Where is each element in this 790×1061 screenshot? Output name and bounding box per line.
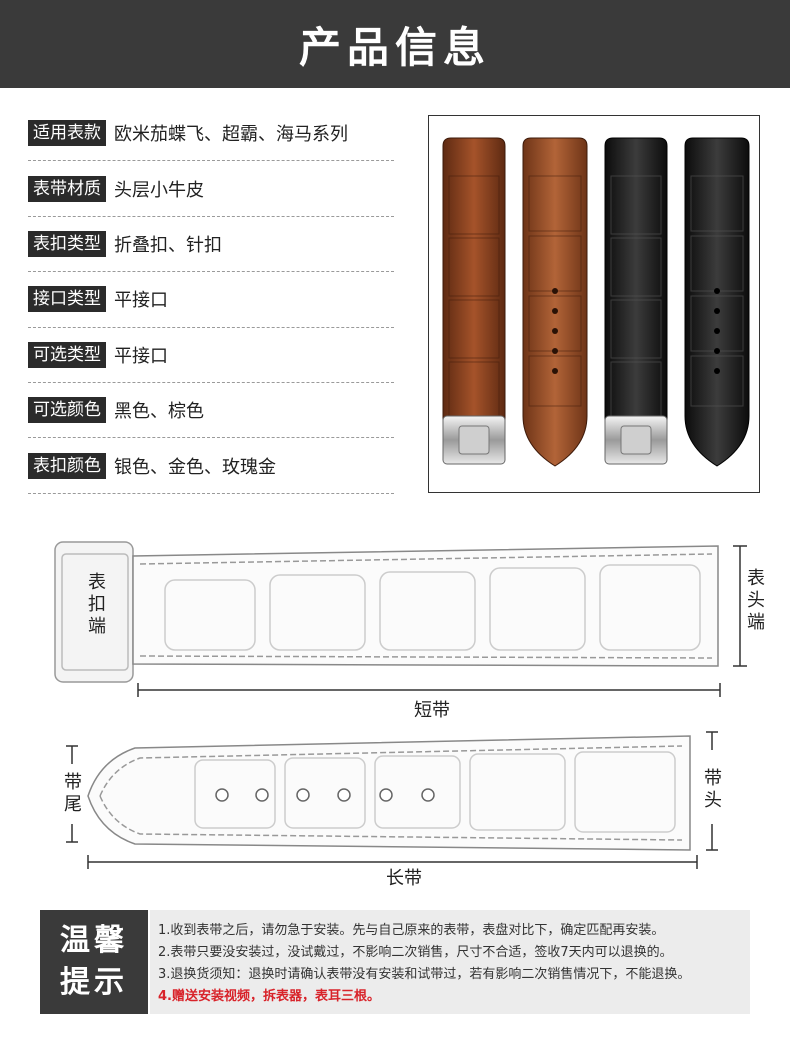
spec-value: 欧米茄蝶飞、超霸、海马系列 bbox=[114, 124, 348, 146]
spec-value: 平接口 bbox=[114, 290, 168, 312]
short-strap-dimension bbox=[137, 683, 721, 697]
strap-dimension-diagram: 表扣端 表头端 短带 带尾 带头 长带 bbox=[0, 520, 790, 900]
buckle-end-label: 表扣端 bbox=[88, 572, 106, 637]
spec-label: 表扣类型 bbox=[28, 230, 106, 257]
head-bracket bbox=[706, 731, 718, 851]
tips-body: 1.收到表带之后，请勿急于安装。先与自己原来的表带，表盘对比下，确定匹配再安装。… bbox=[150, 910, 750, 1014]
spec-label: 接口类型 bbox=[28, 286, 106, 313]
brown-strap-short bbox=[442, 137, 506, 465]
spec-row-models: 适用表款 欧米茄蝶飞、超霸、海马系列 bbox=[28, 106, 394, 162]
lug-end-bracket bbox=[733, 545, 747, 667]
spec-label: 表带材质 bbox=[28, 175, 106, 202]
head-label: 带头 bbox=[704, 768, 722, 811]
product-photo bbox=[428, 115, 760, 493]
spec-label: 可选颜色 bbox=[28, 397, 106, 424]
spec-label: 表扣颜色 bbox=[28, 452, 106, 479]
short-strap-outline bbox=[54, 541, 719, 683]
spec-value: 头层小牛皮 bbox=[114, 179, 204, 201]
long-strap-dimension bbox=[87, 855, 698, 869]
spec-value: 银色、金色、玫瑰金 bbox=[114, 456, 276, 478]
strap-photo-image bbox=[442, 137, 750, 467]
tips-title-line1: 温馨 bbox=[60, 923, 128, 958]
tips-title-line2: 提示 bbox=[60, 965, 128, 1000]
tip-line: 3.退换货须知：退换时请确认表带没有安装和试带过，若有影响二次销售情况下，不能退… bbox=[158, 967, 691, 982]
tips-panel: 温馨 提示 1.收到表带之后，请勿急于安装。先与自己原来的表带，表盘对比下，确定… bbox=[40, 910, 750, 1014]
tips-title: 温馨 提示 bbox=[40, 910, 148, 1014]
strap-outline-drawing bbox=[54, 541, 747, 869]
strap-holes bbox=[215, 788, 435, 802]
tip-line-gift: 4.赠送安装视频，拆表器，表耳三根。 bbox=[158, 989, 380, 1004]
spec-value: 折叠扣、针扣 bbox=[114, 234, 222, 256]
black-strap-short bbox=[604, 137, 668, 465]
spec-label: 适用表款 bbox=[28, 120, 106, 147]
long-strap-label: 长带 bbox=[386, 868, 422, 889]
brown-strap-long bbox=[522, 137, 588, 467]
tip-line: 2.表带只要没安装过，没试戴过，不影响二次销售，尺寸不合适，签收7天内可以退换的… bbox=[158, 945, 673, 960]
spec-row-options: 可选类型 平接口 bbox=[28, 328, 394, 383]
page-title: 产品信息 bbox=[298, 22, 491, 72]
spec-value: 黑色、棕色 bbox=[114, 401, 204, 423]
spec-row-interface: 接口类型 平接口 bbox=[28, 272, 394, 328]
tip-line: 1.收到表带之后，请勿急于安装。先与自己原来的表带，表盘对比下，确定匹配再安装。 bbox=[158, 923, 665, 938]
spec-value: 平接口 bbox=[114, 345, 168, 367]
lug-end-label: 表头端 bbox=[747, 568, 765, 633]
black-strap-long bbox=[684, 137, 750, 467]
spec-row-buckle-type: 表扣类型 折叠扣、针扣 bbox=[28, 217, 394, 273]
spec-row-buckle-color: 表扣颜色 银色、金色、玫瑰金 bbox=[28, 438, 394, 494]
spec-label: 可选类型 bbox=[28, 341, 106, 368]
spec-list: 适用表款 欧米茄蝶飞、超霸、海马系列 表带材质 头层小牛皮 表扣类型 折叠扣、针… bbox=[28, 106, 394, 494]
page-header: 产品信息 bbox=[0, 0, 790, 88]
spec-row-material: 表带材质 头层小牛皮 bbox=[28, 161, 394, 217]
tail-label: 带尾 bbox=[64, 772, 82, 815]
spec-row-colors: 可选颜色 黑色、棕色 bbox=[28, 383, 394, 439]
tail-bracket bbox=[66, 745, 78, 843]
short-strap-label: 短带 bbox=[414, 700, 450, 721]
